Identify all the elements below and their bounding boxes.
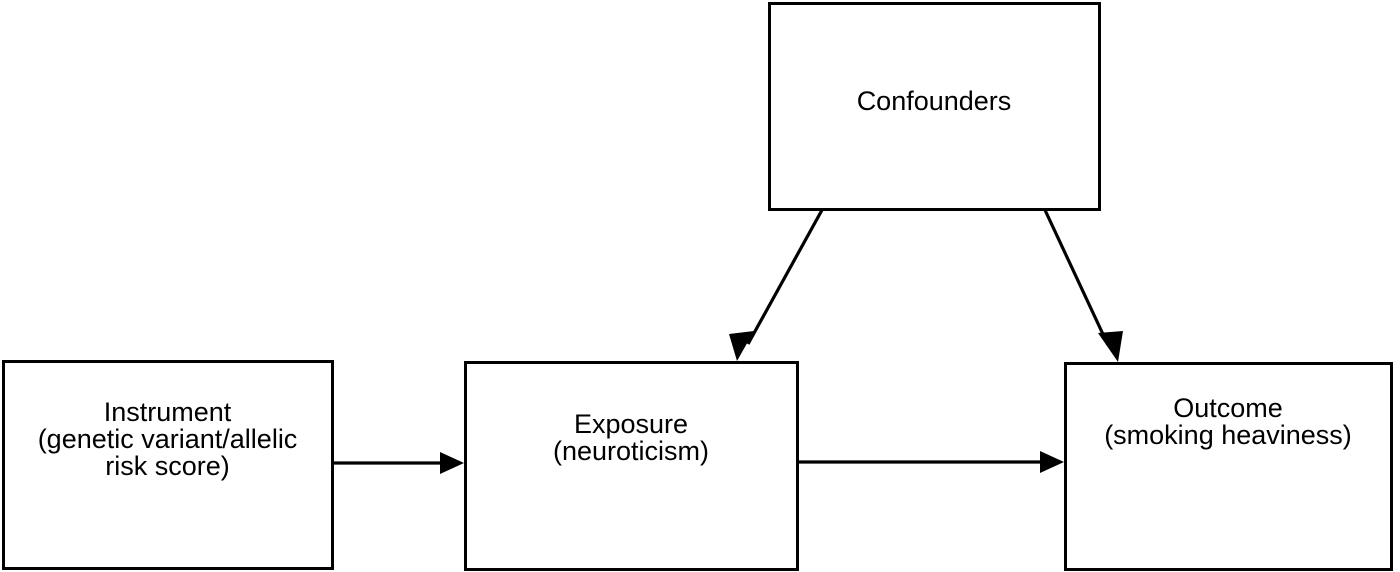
node-box-exposure[interactable] [464, 361, 799, 571]
edge-confounders-to-outcome [1043, 209, 1110, 346]
arrowhead-confounders-to-exposure [729, 331, 754, 361]
node-label-confounders: Confounders [769, 88, 1099, 115]
arrowhead-confounders-to-outcome [1098, 331, 1123, 362]
node-label-exposure-title: Exposure [573, 409, 689, 439]
node-box-confounders[interactable] [768, 2, 1101, 211]
node-label-outcome-sublabel: (smoking heaviness) [1104, 420, 1352, 450]
node-label-exposure: Exposure (neuroticism) [465, 411, 797, 465]
node-label-exposure-sublabel: (neuroticism) [552, 436, 710, 466]
node-label-outcome-title: Outcome [1173, 393, 1283, 423]
node-box-instrument[interactable] [2, 360, 334, 570]
arrowhead-instrument-to-exposure [440, 452, 464, 474]
node-label-outcome: Outcome (smoking heaviness) [1065, 395, 1391, 449]
node-label-instrument-sublabel: (genetic variant/allelic risk score) [37, 424, 298, 481]
node-box-outcome[interactable] [1064, 362, 1393, 571]
edge-confounders-to-exposure [746, 209, 824, 345]
node-label-instrument-title: Instrument [103, 397, 232, 427]
arrowhead-exposure-to-outcome [1040, 451, 1064, 473]
node-label-instrument: Instrument (genetic variant/allelic risk… [3, 399, 332, 480]
node-label-confounders-title: Confounders [856, 86, 1012, 116]
